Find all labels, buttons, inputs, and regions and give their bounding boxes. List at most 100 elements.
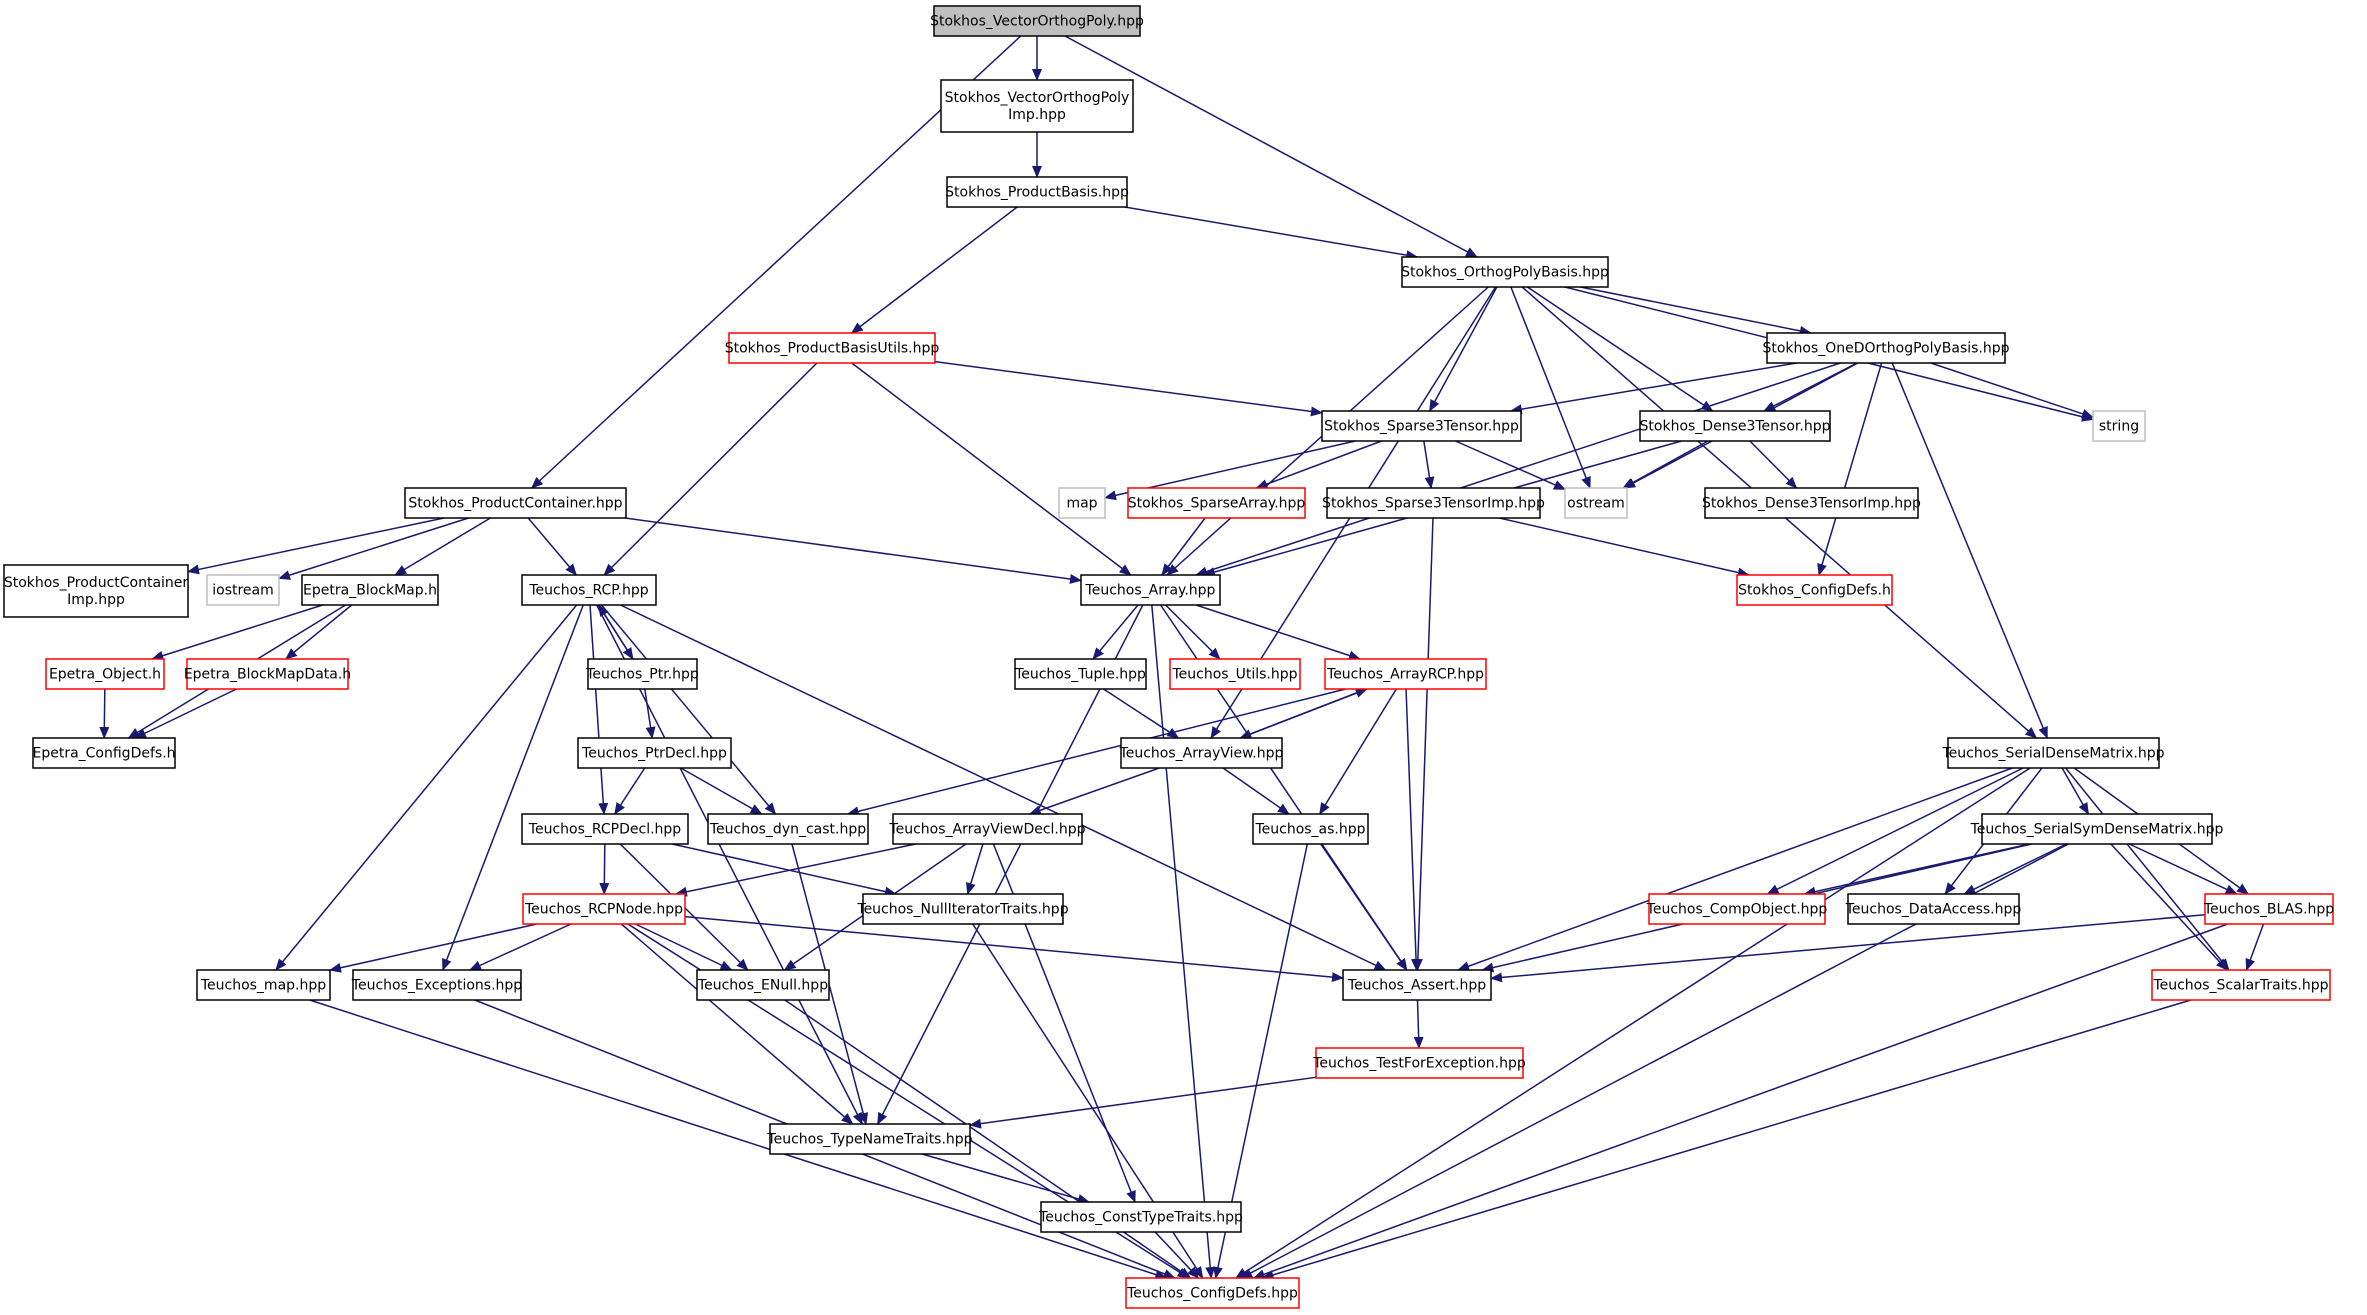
- edge-ptr-to-rcp: [597, 604, 634, 660]
- node-tmap[interactable]: Teuchos_map.hpp: [196, 969, 331, 1001]
- node-tnt[interactable]: Teuchos_TypeNameTraits.hpp: [766, 1123, 973, 1155]
- node-orthog[interactable]: Stokhos_OrthogPolyBasis.hpp: [1401, 256, 1609, 288]
- node-blas[interactable]: Teuchos_BLAS.hpp: [2203, 893, 2334, 925]
- edge-ptrdecl-to-rcpdecl: [614, 767, 646, 815]
- edge-avdecl-to-nullit: [966, 843, 984, 895]
- node-box: [862, 893, 1064, 925]
- edge-scalar-to-tconf: [1261, 999, 2192, 1280]
- node-configdefs[interactable]: Stokhos_ConfigDefs.h: [1736, 574, 1893, 606]
- node-box: [2204, 893, 2334, 925]
- edge-sp3imp-to-configdefs: [1499, 517, 1750, 578]
- node-d3imp[interactable]: Stokhos_Dense3TensorImp.hpp: [1702, 487, 1921, 519]
- edge-bmdata-to-epconf: [134, 688, 237, 739]
- node-label: Stokhos_SparseArray.hpp: [1128, 496, 1306, 512]
- node-label: Stokhos_Dense3Tensor.hpp: [1640, 419, 1831, 435]
- node-ssdm[interactable]: Teuchos_SerialSymDenseMatrix.hpp: [1970, 813, 2224, 845]
- node-box: [1648, 893, 1826, 925]
- edge-array-to-tuple: [1092, 604, 1139, 660]
- edge-assert-to-testexc: [1413, 999, 1424, 1049]
- node-testexc[interactable]: Teuchos_TestForException.hpp: [1312, 1047, 1526, 1079]
- edge-prodbasis-to-pbutils: [850, 206, 1018, 334]
- edge-sdm-to-assert: [1457, 767, 2013, 971]
- node-tuple[interactable]: Teuchos_Tuple.hpp: [1014, 658, 1147, 690]
- node-blockmap[interactable]: Epetra_BlockMap.h: [301, 574, 439, 606]
- node-label: Stokhos_Sparse3Tensor.hpp: [1324, 419, 1519, 435]
- edge-sparse3-to-ostream: [1455, 440, 1566, 491]
- node-avdecl[interactable]: Teuchos_ArrayViewDecl.hpp: [888, 813, 1086, 845]
- node-rcp[interactable]: Teuchos_RCP.hpp: [521, 574, 657, 606]
- edge-oned-to-configdefs: [1817, 362, 1883, 576]
- node-box: [1639, 410, 1831, 442]
- edge-oned-to-sparse3: [1509, 362, 1797, 415]
- node-map[interactable]: map: [1058, 487, 1106, 519]
- node-label: Teuchos_SerialSymDenseMatrix.hpp: [1970, 822, 2224, 838]
- node-nullit[interactable]: Teuchos_NullIteratorTraits.hpp: [856, 893, 1069, 925]
- node-iostream[interactable]: iostream: [206, 574, 280, 606]
- nodes: Stokhos_VectorOrthogPoly.hppStokhos_Vect…: [3, 5, 2334, 1309]
- node-box: [696, 969, 830, 1001]
- node-sdm[interactable]: Teuchos_SerialDenseMatrix.hpp: [1941, 737, 2165, 769]
- node-label: Teuchos_ArrayRCP.hpp: [1326, 667, 1484, 683]
- node-scalar[interactable]: Teuchos_ScalarTraits.hpp: [2151, 969, 2331, 1001]
- node-utils[interactable]: Teuchos_Utils.hpp: [1169, 658, 1301, 690]
- node-compobj[interactable]: Teuchos_CompObject.hpp: [1646, 893, 1828, 925]
- node-array[interactable]: Teuchos_Array.hpp: [1080, 574, 1221, 606]
- edge-testexc-to-tnt: [969, 1076, 1317, 1129]
- node-sparsearr[interactable]: Stokhos_SparseArray.hpp: [1127, 487, 1306, 519]
- node-box: [1947, 737, 2160, 769]
- node-bmdata[interactable]: Epetra_BlockMapData.h: [184, 658, 351, 690]
- node-ctt[interactable]: Teuchos_ConstTypeTraits.hpp: [1038, 1201, 1243, 1233]
- node-dense3[interactable]: Stokhos_Dense3Tensor.hpp: [1639, 410, 1831, 442]
- edge-orthog-to-dense3: [1526, 286, 1714, 412]
- node-box: [1040, 1201, 1242, 1233]
- node-box: [1127, 487, 1306, 519]
- node-dataacc[interactable]: Teuchos_DataAccess.hpp: [1845, 893, 2022, 925]
- node-ptr[interactable]: Teuchos_Ptr.hpp: [585, 658, 699, 690]
- node-label: Epetra_BlockMapData.h: [184, 667, 351, 683]
- edge-rcpnode-to-assert: [684, 915, 1344, 983]
- node-ptrdecl[interactable]: Teuchos_PtrDecl.hpp: [577, 737, 732, 769]
- node-arcp[interactable]: Teuchos_ArrayRCP.hpp: [1324, 658, 1487, 690]
- edge-ptrdecl-to-dyncast: [680, 767, 763, 815]
- edge-rcp-to-rcpdecl: [589, 604, 609, 815]
- node-as[interactable]: Teuchos_as.hpp: [1252, 813, 1369, 845]
- node-label: Teuchos_map.hpp: [200, 978, 326, 994]
- node-prodbasis[interactable]: Stokhos_ProductBasis.hpp: [945, 176, 1129, 208]
- node-assert[interactable]: Teuchos_Assert.hpp: [1342, 969, 1492, 1001]
- node-box: [1766, 332, 2006, 364]
- node-box: [45, 658, 165, 690]
- node-root[interactable]: Stokhos_VectorOrthogPoly.hpp: [930, 5, 1144, 37]
- node-box: [940, 79, 1134, 133]
- node-rcpdecl[interactable]: Teuchos_RCPDecl.hpp: [521, 813, 689, 845]
- node-exc[interactable]: Teuchos_Exceptions.hpp: [351, 969, 522, 1001]
- edge-sdm-to-tconf: [1235, 767, 2031, 1279]
- edge-orthog-to-ostream: [1510, 286, 1591, 489]
- edge-array-to-tconf: [1151, 604, 1216, 1279]
- node-label: Stokhos_OneDOrthogPolyBasis.hpp: [1762, 341, 2009, 357]
- node-dyncast[interactable]: Teuchos_dyn_cast.hpp: [707, 813, 869, 845]
- node-label: Teuchos_ENull.hpp: [697, 978, 828, 994]
- edge-aview-to-avdecl: [1028, 767, 1160, 816]
- node-prodcont[interactable]: Stokhos_ProductContainer.hpp: [404, 487, 627, 519]
- node-epconf[interactable]: Epetra_ConfigDefs.h: [32, 737, 176, 769]
- node-oned[interactable]: Stokhos_OneDOrthogPolyBasis.hpp: [1762, 332, 2010, 364]
- node-rcpnode[interactable]: Teuchos_RCPNode.hpp: [522, 893, 686, 925]
- node-label: Teuchos_TestForException.hpp: [1312, 1056, 1526, 1072]
- edge-prodcont-to-pcimp: [187, 517, 445, 575]
- node-enull[interactable]: Teuchos_ENull.hpp: [696, 969, 830, 1001]
- node-pbutils[interactable]: Stokhos_ProductBasisUtils.hpp: [725, 332, 940, 364]
- node-aview[interactable]: Teuchos_ArrayView.hpp: [1119, 737, 1284, 769]
- node-tconf[interactable]: Teuchos_ConfigDefs.hpp: [1125, 1277, 1300, 1309]
- node-sp3imp[interactable]: Stokhos_Sparse3TensorImp.hpp: [1322, 487, 1545, 519]
- node-ostream[interactable]: ostream: [1564, 487, 1628, 519]
- node-string[interactable]: string: [2092, 410, 2146, 442]
- node-sparse3[interactable]: Stokhos_Sparse3Tensor.hpp: [1321, 410, 1522, 442]
- node-box: [1704, 487, 1919, 519]
- node-box: [1252, 813, 1369, 845]
- edge-rcp-to-tnt: [596, 604, 863, 1125]
- node-epobj[interactable]: Epetra_Object.h: [45, 658, 165, 690]
- node-label: Teuchos_SerialDenseMatrix.hpp: [1941, 746, 2164, 762]
